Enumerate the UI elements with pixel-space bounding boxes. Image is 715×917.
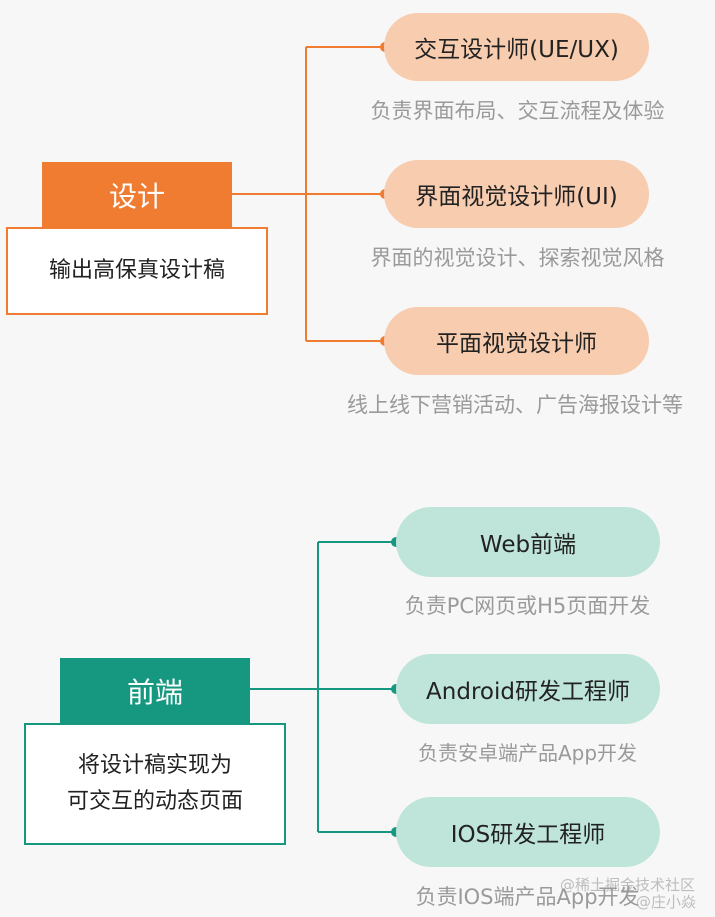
frontend-summary-line1: 将设计稿实现为 [77,753,232,778]
frontend-title-text: 前端 [126,675,183,709]
design-summary-text: 输出高保真设计稿 [48,258,225,283]
design-role-1: 交互设计师(UE/UX) [384,13,649,81]
frontend-role-2-title: Android研发工程师 [426,679,630,705]
design-role-3: 平面视觉设计师 [384,307,649,375]
frontend-role-3-desc: 负责IOS端产品App开发 [415,885,640,909]
design-role-2-desc: 界面的视觉设计、探索视觉风格 [370,246,665,270]
design-role-2-title: 界面视觉设计师(UI) [415,184,618,210]
design-role-2: 界面视觉设计师(UI) [384,160,649,228]
frontend-role-1: Web前端 [396,507,660,577]
design-summary-box: 输出高保真设计稿 [6,227,268,315]
design-role-3-desc: 线上线下营销活动、广告海报设计等 [347,393,683,417]
watermark-line1: @稀土掘金技术社区 [560,876,696,894]
frontend-role-3: IOS研发工程师 [396,797,660,867]
frontend-role-2: Android研发工程师 [396,654,660,724]
design-title-text: 设计 [108,179,165,213]
frontend-summary-line2: 可交互的动态页面 [66,789,243,814]
design-role-3-title: 平面视觉设计师 [436,331,597,357]
design-role-1-title: 交互设计师(UE/UX) [414,37,619,63]
frontend-role-1-desc: 负责PC网页或H5页面开发 [404,594,651,618]
design-role-1-desc: 负责界面布局、交互流程及体验 [370,99,665,123]
frontend-role-3-title: IOS研发工程师 [450,822,606,848]
frontend-summary-box: 将设计稿实现为 可交互的动态页面 [24,723,286,845]
frontend-role-2-desc: 负责安卓端产品App开发 [417,741,638,765]
watermark-line2: @庄小焱 [636,893,697,911]
frontend-category-title: 前端 [60,658,250,723]
design-category-title: 设计 [42,162,232,227]
frontend-role-1-title: Web前端 [479,532,577,558]
